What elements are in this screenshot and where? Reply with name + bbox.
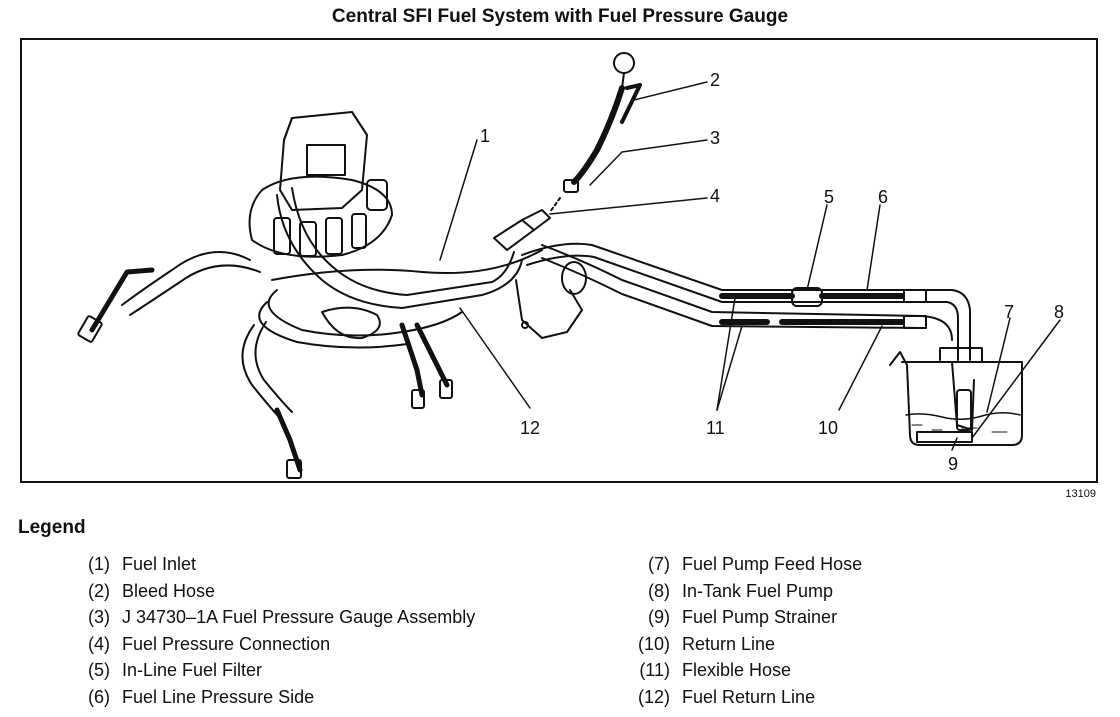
figure-number: 13109 — [1065, 488, 1096, 500]
legend-column-left: (1) Fuel Inlet (2) Bleed Hose (3) J 34730–1… — [62, 554, 475, 714]
callout-2: 2 — [710, 70, 720, 90]
mounting-bracket — [515, 279, 583, 339]
legend-item-number: (5) — [88, 660, 110, 681]
legend-item-text: Fuel Pump Strainer — [682, 607, 838, 628]
callout-6: 6 — [878, 187, 888, 207]
callout-3: 3 — [710, 128, 720, 148]
callout-12: 12 — [520, 418, 540, 438]
callout-7: 7 — [1004, 302, 1014, 322]
legend-item-number: (12) — [637, 686, 670, 707]
callout-4: 4 — [710, 186, 720, 206]
legend-item-text: In-Line Fuel Filter — [122, 660, 263, 681]
legend-item-text: Flexible Hose — [682, 660, 792, 681]
legend-item-number: (11) — [639, 660, 670, 681]
hose-fitting-return — [903, 315, 927, 329]
legend-column-right: (7) Fuel Pump Feed Hose (8) In-Tank Fuel P… — [622, 554, 862, 714]
legend-item: (3) J 34730–1A Fuel Pressure Gauge Assemb… — [62, 607, 475, 634]
legend-item-text: In-Tank Fuel Pump — [682, 580, 834, 601]
legend-item: (4) Fuel Pressure Connection — [62, 634, 475, 661]
callout-1: 1 — [480, 126, 490, 146]
line-union — [561, 261, 587, 295]
electrical-connectors — [77, 267, 453, 479]
legend-item: (9) Fuel Pump Strainer — [622, 607, 862, 634]
legend-item: (7) Fuel Pump Feed Hose — [622, 554, 862, 581]
legend-item-number: (10) — [637, 633, 670, 654]
fuel-system-diagram: 1 2 3 4 5 6 7 8 9 10 11 12 — [20, 38, 1098, 483]
legend-item-text: Fuel Return Line — [682, 686, 816, 707]
pressure-gauge-assembly — [549, 52, 642, 213]
legend-item-number: (9) — [648, 607, 670, 628]
legend-item-text: Return Line — [682, 633, 776, 654]
hose-fitting-pressure — [903, 289, 927, 303]
legend-item: (8) In-Tank Fuel Pump — [622, 581, 862, 608]
legend-item-number: (2) — [88, 580, 110, 601]
pressure-connection-fitting — [493, 219, 535, 251]
legend-item-number: (1) — [88, 554, 110, 574]
callout-11: 11 — [706, 418, 725, 438]
flexible-hoses — [719, 293, 905, 325]
fuel-lines — [121, 187, 971, 421]
legend-item: (1) Fuel Inlet — [62, 554, 475, 581]
legend-item-text: J 34730–1A Fuel Pressure Gauge Assembly — [122, 607, 476, 628]
legend-item: (6) Fuel Line Pressure Side — [62, 687, 475, 714]
legend-item-number: (6) — [88, 686, 110, 707]
legend-item-text: Fuel Pressure Connection — [122, 633, 331, 654]
legend-item-text: Fuel Line Pressure Side — [122, 686, 315, 707]
callout-8: 8 — [1054, 302, 1064, 322]
legend-item-number: (8) — [648, 580, 670, 601]
legend-item: (5) In-Line Fuel Filter — [62, 660, 475, 687]
legend-item-number: (4) — [88, 633, 110, 654]
callout-leader-lines — [439, 81, 1061, 451]
legend-item: (12) Fuel Return Line — [622, 687, 862, 714]
legend-item-number: (3) — [88, 607, 110, 628]
callout-10: 10 — [818, 418, 838, 438]
diagram-drawing: 1 2 3 4 5 6 7 8 9 10 11 12 — [77, 52, 1064, 479]
legend-item: (10) Return Line — [622, 634, 862, 661]
legend-item-number: (7) — [648, 554, 670, 574]
legend-item: (11) Flexible Hose — [622, 660, 862, 687]
injector-unit — [248, 111, 393, 258]
legend-item-text: Fuel Pump Feed Hose — [682, 554, 863, 574]
legend-heading: Legend — [18, 517, 86, 538]
callout-9: 9 — [948, 454, 958, 474]
legend-item-text: Bleed Hose — [122, 580, 216, 601]
legend-item: (2) Bleed Hose — [62, 581, 475, 608]
callout-5: 5 — [824, 187, 834, 207]
legend-item-text: Fuel Inlet — [122, 554, 197, 574]
callout-labels: 1 2 3 4 5 6 7 8 9 10 11 12 — [480, 70, 1064, 474]
fuel-tank — [889, 347, 1023, 446]
page-title: Central SFI Fuel System with Fuel Pressu… — [331, 6, 789, 27]
